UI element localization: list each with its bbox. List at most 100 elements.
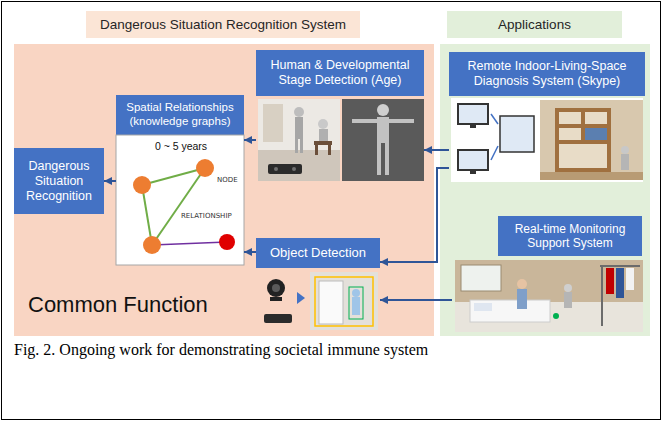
depth-sensor bbox=[264, 314, 292, 323]
module-header: Remote Indoor-Living-Space Diagnosis Sys… bbox=[452, 59, 642, 89]
applications-region: ApplicationsRemote Indoor-Living-Space D… bbox=[440, 44, 650, 336]
room-photo bbox=[455, 260, 643, 332]
room-photo bbox=[258, 99, 340, 181]
module-header: Spatial Relationships (knowledge graphs) bbox=[119, 101, 241, 129]
shelf-cubby bbox=[559, 112, 581, 124]
shelf-cubby bbox=[559, 144, 607, 168]
flow-arrow bbox=[244, 139, 256, 141]
room-photo bbox=[310, 272, 378, 330]
clothes bbox=[616, 268, 624, 298]
room-photo bbox=[540, 100, 643, 180]
room-door bbox=[263, 104, 283, 142]
detection-module: Object Detection bbox=[256, 238, 380, 332]
monitor-icon bbox=[458, 104, 488, 124]
flow-arrow bbox=[380, 299, 452, 301]
marker-dot bbox=[553, 313, 559, 319]
skeleton-torso bbox=[377, 117, 389, 143]
relationship-line bbox=[152, 168, 205, 245]
depth-sensor bbox=[268, 164, 302, 174]
flow-arrow bbox=[244, 251, 256, 253]
skeleton-leg bbox=[385, 143, 389, 175]
module-header-shape: Real-time Monitoring Support System bbox=[498, 216, 642, 256]
shelf-cubby bbox=[585, 128, 607, 140]
detection-module: Human & Developmental Stage Detection (A… bbox=[256, 50, 424, 182]
system-region: Dangerous Situation Recognition SystemCo… bbox=[14, 44, 434, 336]
figure-caption: Fig. 2. Ongoing work for demonstrating s… bbox=[14, 340, 444, 360]
flow-triangle bbox=[297, 292, 305, 304]
chair-seat bbox=[314, 141, 332, 145]
region-title: Common Function bbox=[28, 292, 208, 318]
pillow bbox=[474, 303, 492, 311]
web-camera bbox=[267, 279, 285, 297]
person-head bbox=[517, 279, 527, 289]
skeleton-render bbox=[342, 99, 424, 181]
region-title-shape: Common Function bbox=[26, 288, 246, 322]
mannequin-body bbox=[564, 292, 572, 308]
panel-heading: Dangerous Situation Recognition System bbox=[100, 17, 346, 32]
module-header: Object Detection bbox=[270, 245, 366, 261]
graph-node bbox=[133, 176, 151, 194]
panel-heading-shape: Applications bbox=[447, 11, 622, 38]
mannequin-leg bbox=[295, 139, 298, 153]
appliance bbox=[319, 281, 343, 324]
room-floor bbox=[258, 150, 340, 181]
process-box: Dangerous Situation Recognition bbox=[17, 159, 101, 204]
room-floor bbox=[540, 172, 643, 180]
mannequin-head bbox=[294, 107, 304, 117]
recognition-box: Dangerous Situation Recognition bbox=[14, 148, 104, 214]
panel-heading: Applications bbox=[498, 17, 571, 32]
module-header-shape: Object Detection bbox=[256, 238, 380, 268]
bounding-box bbox=[315, 277, 373, 326]
mannequin-head bbox=[318, 119, 328, 129]
skeleton-head bbox=[377, 104, 389, 116]
module-header: Human & Developmental Stage Detection (A… bbox=[259, 58, 421, 88]
room-floor bbox=[455, 302, 643, 332]
graph-node bbox=[143, 236, 161, 254]
sensor-lens bbox=[274, 167, 278, 171]
screen-icon bbox=[500, 116, 534, 152]
age-range-tag: 0 ~ 5 years bbox=[155, 141, 207, 153]
age-range-tag-shape: 0 ~ 5 years bbox=[150, 139, 212, 155]
room-window bbox=[461, 265, 501, 291]
flow-arrow bbox=[104, 180, 116, 182]
mannequin-body bbox=[621, 154, 629, 170]
data-flow-line bbox=[491, 114, 498, 124]
sensor-lens bbox=[292, 167, 296, 171]
module-header-shape: Spatial Relationships (knowledge graphs) bbox=[116, 95, 244, 135]
application-module: Real-time Monitoring Support System bbox=[452, 216, 645, 332]
skeleton-leg bbox=[377, 143, 381, 175]
camera-base bbox=[270, 297, 282, 301]
mannequin-head bbox=[621, 146, 629, 154]
chair-leg bbox=[328, 145, 331, 155]
relationship-line bbox=[142, 185, 152, 245]
mannequin-body bbox=[319, 129, 328, 142]
monitor-icon bbox=[458, 150, 488, 170]
data-flow-line bbox=[491, 146, 498, 160]
relationship-line bbox=[152, 242, 227, 245]
module-header-shape: Human & Developmental Stage Detection (A… bbox=[256, 50, 424, 96]
graph-panel bbox=[116, 135, 244, 265]
camera-lens bbox=[272, 284, 280, 292]
module-header: Real-time Monitoring Support System bbox=[501, 222, 639, 251]
diagnosis-picture bbox=[451, 98, 643, 182]
graph-annotation: RELATIONSHIP bbox=[181, 213, 232, 221]
clothes bbox=[606, 268, 614, 294]
clothes-rack bbox=[601, 266, 603, 326]
panel-heading-shape: Dangerous Situation Recognition System bbox=[86, 11, 360, 38]
mannequin-head bbox=[352, 289, 360, 297]
clothes-rack bbox=[600, 265, 640, 267]
mannequin-body bbox=[352, 297, 360, 315]
module-header-shape: Remote Indoor-Living-Space Diagnosis Sys… bbox=[449, 52, 645, 96]
flow-arrow bbox=[424, 149, 449, 151]
flow-arrow bbox=[380, 168, 449, 262]
clothes bbox=[626, 268, 634, 290]
shelf bbox=[555, 108, 611, 172]
monitor-stand bbox=[470, 170, 476, 174]
graph-annotation: NODE bbox=[217, 177, 238, 185]
graph-node bbox=[196, 159, 214, 177]
person-body bbox=[517, 289, 527, 309]
shelf-cubby bbox=[585, 112, 607, 124]
mannequin-body bbox=[295, 117, 303, 139]
